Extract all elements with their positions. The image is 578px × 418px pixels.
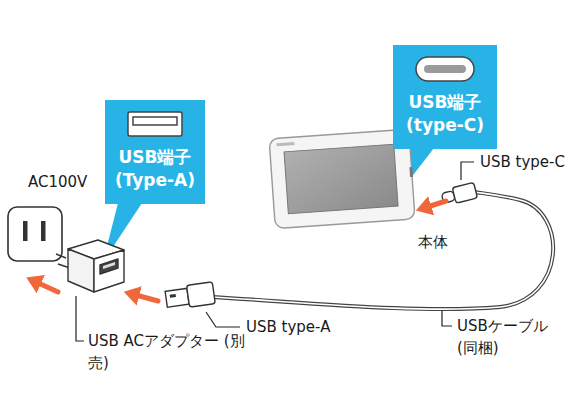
callout-box: USB端子 (type-C) (393, 45, 497, 149)
wall-outlet (8, 207, 62, 261)
type-c-port-icon (416, 57, 474, 81)
callout-box: USB端子 (Type-A) (105, 100, 205, 204)
usb-a-plug (165, 282, 216, 310)
direction-arrows (34, 201, 446, 301)
callout-text: USB端子 (type-C) (397, 91, 493, 137)
connector-label: USB type-C (480, 152, 565, 174)
part-label: USBケーブル (同梱) (457, 316, 569, 360)
part-label: USB ACアダプター (別売) (88, 331, 260, 375)
type-a-port-icon (128, 112, 182, 136)
part-label: 本体 (418, 232, 448, 254)
usb-ac-adapter (56, 240, 124, 292)
voltage-label: AC100V (28, 172, 87, 194)
connector-label: USB type-A (246, 317, 330, 339)
callout-text: USB端子 (Type-A) (109, 146, 201, 192)
